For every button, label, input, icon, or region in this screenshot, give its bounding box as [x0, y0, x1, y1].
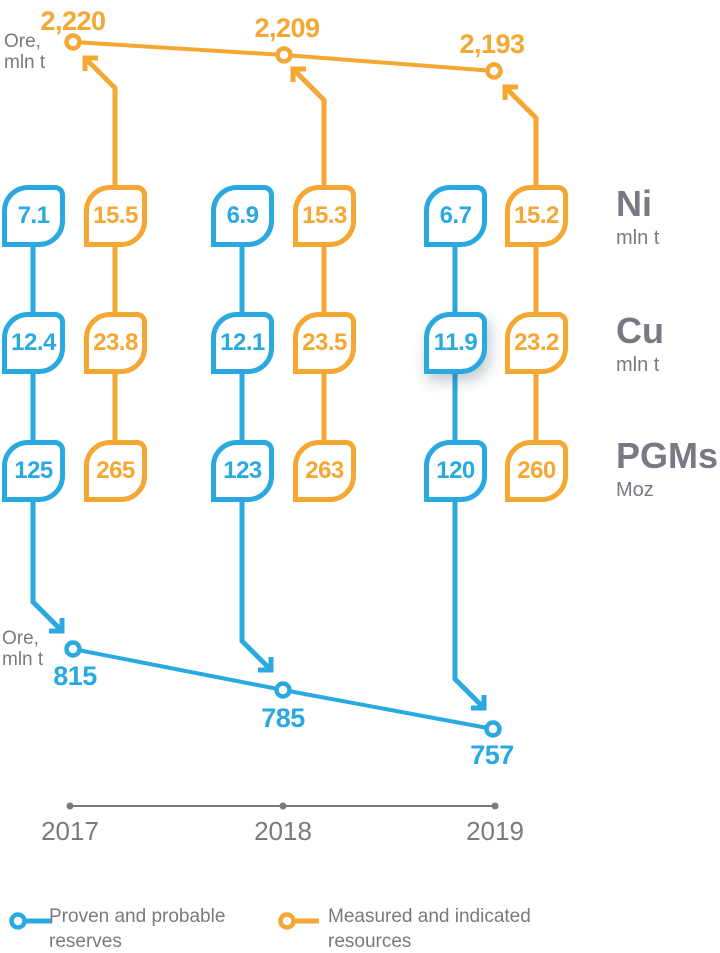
badge-ni-reserves-2018: 6.9 — [211, 185, 274, 247]
year-label-2017: 2017 — [41, 816, 99, 846]
legend-resources-line1: Measured and indicated — [328, 906, 531, 927]
ore-bottom-label-line2: mln t — [2, 649, 44, 671]
badge-cu-reserves-2017: 12.4 — [2, 312, 65, 374]
badge-pgms-reserves-2018: 123 — [211, 440, 274, 502]
reserves-value-2019: 757 — [470, 740, 514, 770]
axis-dot-2018 — [279, 802, 287, 810]
metal-unit: Moz — [616, 479, 654, 501]
badge-ni-resources-2018: 15.3 — [293, 185, 356, 247]
badge-pgms-reserves-2019: 120 — [424, 440, 487, 502]
year-label-2018: 2018 — [254, 816, 312, 846]
legend-reserves-line1: Proven and probable — [49, 906, 226, 927]
metal-symbol: Ni — [616, 183, 652, 224]
badge-ni-resources-2019: 15.2 — [505, 185, 568, 247]
badge-ni-resources-2017: 15.5 — [84, 185, 147, 247]
resources-arrowhead-2019 — [502, 84, 518, 100]
metal-unit: mln t — [616, 354, 660, 376]
resources-arrow-2018 — [291, 67, 327, 471]
resources-ore-points — [64, 33, 503, 80]
metal-symbol: PGMs — [616, 435, 719, 476]
badge-pgms-resources-2019: 260 — [505, 440, 568, 502]
metal-label-pgms: PGMs Moz — [616, 438, 718, 502]
reserves-point-2018 — [274, 681, 292, 699]
ore-bottom-axis-label: Ore, mln t — [2, 628, 43, 671]
badge-cu-resources-2017: 23.8 — [84, 312, 147, 374]
year-label-2019: 2019 — [466, 816, 524, 846]
resources-value-2019: 2,193 — [459, 29, 525, 59]
badge-pgms-resources-2017: 265 — [84, 440, 147, 502]
resources-connectors — [82, 55, 539, 471]
badge-ni-reserves-2019: 6.7 — [424, 185, 487, 247]
badge-ni-reserves-2017: 7.1 — [2, 185, 65, 247]
reserves-value-2017: 815 — [53, 661, 97, 691]
resources-arrow-2019 — [503, 85, 539, 471]
legend-resources-line2: resources — [328, 930, 412, 952]
ore-top-axis-label: Ore, mln t — [4, 31, 45, 74]
metal-symbol: Cu — [616, 310, 664, 351]
legend-markers — [9, 912, 319, 930]
badge-pgms-reserves-2017: 125 — [2, 440, 65, 502]
year-axis — [66, 802, 499, 810]
resources-arrowhead-2018 — [290, 66, 306, 82]
resources-arrowhead-2017 — [82, 55, 98, 71]
reserves-arrowhead-2019 — [471, 695, 487, 711]
metal-unit: mln t — [616, 227, 660, 249]
resources-value-2017: 2,220 — [40, 6, 106, 36]
badge-cu-reserves-2018: 12.1 — [211, 312, 274, 374]
legend-resources-marker-icon — [278, 912, 296, 930]
resources-point-2018 — [275, 46, 293, 64]
reserves-value-2018: 785 — [261, 703, 305, 733]
badge-cu-reserves-2019-highlighted: 11.9 — [424, 312, 487, 374]
badge-pgms-resources-2018: 263 — [293, 440, 356, 502]
reserves-point-2017 — [64, 640, 82, 658]
reserves-arrowhead-2018 — [258, 657, 274, 673]
axis-dot-2019 — [491, 802, 499, 810]
reserves-point-2019 — [484, 720, 502, 738]
resources-value-2018: 2,209 — [254, 13, 320, 43]
badge-cu-resources-2019: 23.2 — [505, 312, 568, 374]
metal-label-cu: Cu mln t — [616, 313, 664, 377]
resources-point-2019 — [485, 62, 503, 80]
ore-top-label-line2: mln t — [4, 52, 46, 74]
legend-reserves-marker-icon — [9, 912, 27, 930]
reserves-arrow-2017 — [30, 216, 64, 633]
legend-reserves-label: Proven and probable reserves — [49, 905, 225, 953]
axis-dot-2017 — [66, 802, 74, 810]
reserves-ore-points — [64, 640, 502, 738]
badge-cu-resources-2018: 23.5 — [293, 312, 356, 374]
resources-point-2017 — [64, 33, 82, 51]
ore-top-label-line1: Ore, — [4, 31, 41, 52]
metal-label-ni: Ni mln t — [616, 186, 659, 250]
legend-reserves-line2: reserves — [49, 930, 122, 952]
ore-bottom-label-line1: Ore, — [2, 628, 39, 649]
reserves-arrowhead-2017 — [49, 618, 65, 634]
resources-arrow-2017 — [83, 56, 118, 471]
legend-resources-label: Measured and indicated resources — [328, 905, 531, 953]
